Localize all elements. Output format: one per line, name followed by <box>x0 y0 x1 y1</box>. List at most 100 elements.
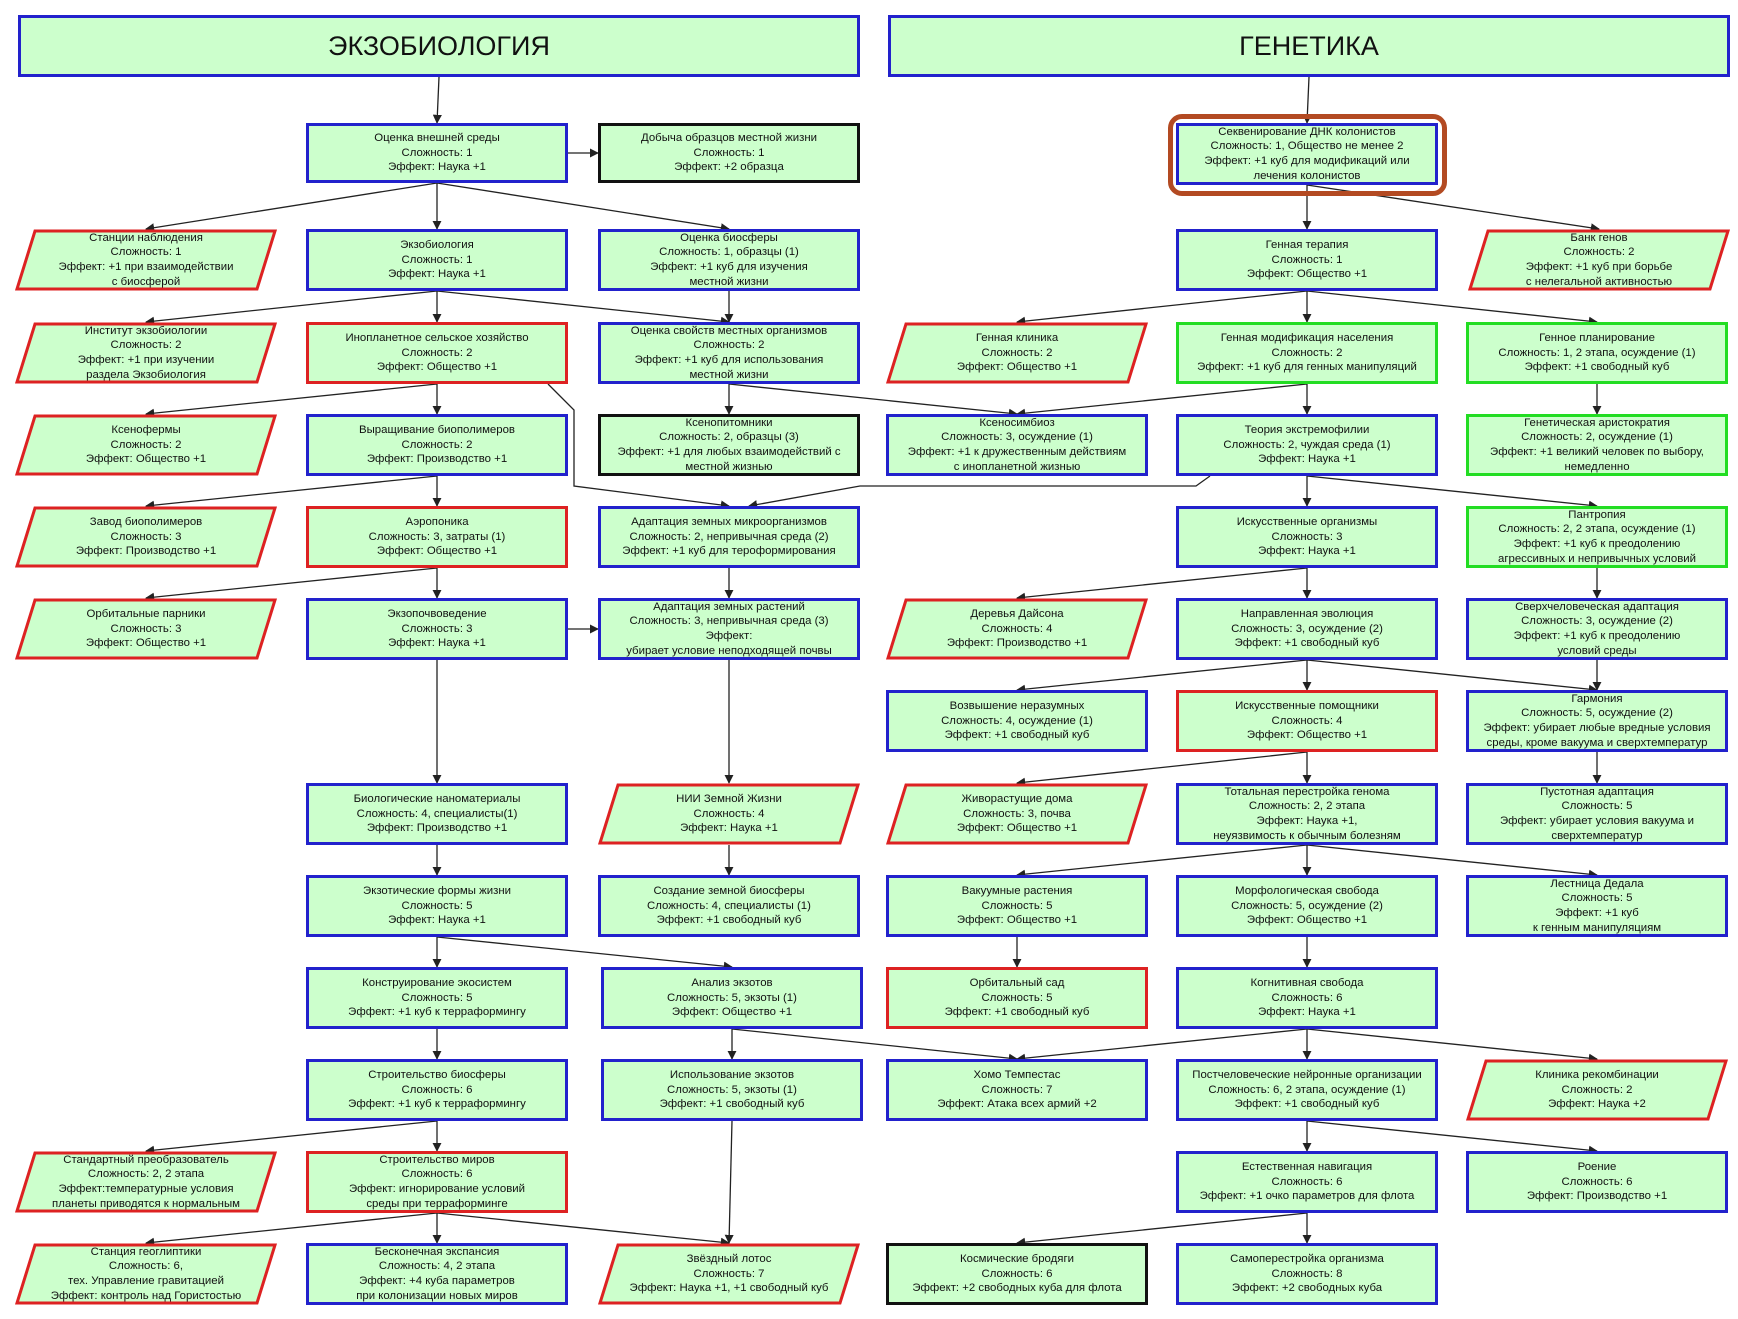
node-detail: Эффект: +1 куб для использования <box>634 354 824 366</box>
connector-arrow <box>1306 844 1598 879</box>
node-detail: Сложность: 5 <box>1561 892 1633 905</box>
node-detail: Сложность: 5, осуждение (2) <box>1231 899 1383 912</box>
node-detail: Эффект: Общество +1 <box>956 361 1078 374</box>
node-detail: Эффект: Наука +1 <box>388 161 486 174</box>
node-detail: Эффект: +1 куб для изучения <box>650 261 808 273</box>
node-detail: Сложность: 5, осуждение (2) <box>1521 707 1673 720</box>
node-title: Генная терапия <box>1265 239 1349 252</box>
node-title: Стандартный преобразователь <box>63 1153 229 1166</box>
node-detail: Сложность: 3 <box>110 530 182 543</box>
node-detail: Сложность: 6 <box>1561 1175 1633 1188</box>
node-title: Искусственные помощники <box>1235 700 1379 713</box>
node-detail: Эффект: Общество +1 <box>85 637 207 650</box>
node-detail: Сложность: 3 <box>110 622 182 635</box>
parallelogram-shape <box>598 783 860 845</box>
node-title: Когнитивная свобода <box>1250 977 1364 990</box>
node-detail: сверхтемператур <box>1551 829 1643 842</box>
node-detail: Сложность: 3, почва <box>963 807 1071 820</box>
parallelogram-shape <box>15 1243 277 1305</box>
node-title: Ксенопитомники <box>685 416 773 429</box>
node-title: НИИ Земной Жизни <box>676 793 782 806</box>
node-title: Хомо Темпестас <box>973 1069 1061 1082</box>
node-title: Бесконечная экспансия <box>374 1245 500 1258</box>
parallelogram-shape <box>15 322 277 384</box>
node-detail: Сложность: 6 <box>401 1083 473 1096</box>
node-detail: немедленно <box>1564 460 1630 473</box>
node-detail: Сложность: 7 <box>981 1083 1053 1096</box>
node-detail: Эффект: <box>705 630 753 642</box>
connector-arrow <box>1016 1212 1308 1247</box>
node-detail: Эффект: Наука +1 <box>1258 545 1356 558</box>
node-detail: Эффект: +4 куба параметров <box>359 1275 515 1287</box>
connector-arrow <box>145 1120 438 1155</box>
node-title: Экзобиология <box>400 239 474 252</box>
node-title: Анализ экзотов <box>691 977 773 990</box>
section-header: ГЕНЕТИКА <box>888 15 1730 77</box>
node-title: Вакуумные растения <box>961 885 1073 898</box>
node-detail: местной жизнью <box>685 460 773 473</box>
node-detail: Эффект: Производство +1 <box>366 453 508 466</box>
node-title: Самоперестройка организма <box>1230 1253 1384 1266</box>
node-detail: Сложность: 3, осуждение (1) <box>941 431 1093 444</box>
node-detail: Эффект: Общество +1 <box>85 453 207 466</box>
node-detail: Эффект: +1 свободный куб <box>659 1098 805 1111</box>
node-title: Генная клиника <box>975 332 1059 345</box>
node-detail: Сложность: 2 <box>401 346 473 359</box>
node-title: Ксеносимбиоз <box>979 416 1055 429</box>
section-title: ЭКЗОБИОЛОГИЯ <box>328 31 550 61</box>
node-title: Звёздный лотос <box>686 1253 772 1266</box>
node-title: Строительство биосферы <box>368 1069 506 1082</box>
node-title: Орбитальные парники <box>86 608 206 621</box>
node-title: Экзопочвоведение <box>387 608 487 621</box>
node-detail: Сложность: 2, образцы (3) <box>659 431 799 444</box>
node-detail: Эффект: игнорирование условий <box>349 1183 525 1195</box>
node-title: Клиника рекомбинации <box>1535 1069 1659 1082</box>
node-detail: Эффект: +1 при взаимодействии <box>58 261 234 273</box>
node-detail: Сложность: 6 <box>1271 1175 1343 1188</box>
node-detail: Сложность: 2 <box>110 438 182 451</box>
node-detail: местной жизни <box>689 368 769 381</box>
section-header: ЭКЗОБИОЛОГИЯ <box>18 15 860 77</box>
node-detail: Эффект: +1 свободный куб <box>944 1006 1090 1019</box>
connector-arrow <box>748 475 1211 510</box>
node-title: Институт экзобиологии <box>84 324 208 337</box>
node-detail: с нелегальной активностью <box>1525 275 1673 288</box>
node-detail: Сложность: 8 <box>1271 1267 1343 1280</box>
node-detail: среды, кроме вакуума и сверхтемператур <box>1486 736 1708 749</box>
node-title: Инопланетное сельское хозяйство <box>345 332 529 345</box>
parallelogram-shape <box>15 414 277 476</box>
node-detail: Эффект: +1 куб к терраформингу <box>348 1098 526 1111</box>
connector-arrow <box>728 383 1018 418</box>
connector-arrow <box>1016 567 1308 602</box>
node-detail: Эффект: Общество +1 <box>376 361 498 374</box>
node-detail: Сложность: 6 <box>981 1267 1053 1280</box>
connector-arrow <box>436 1212 730 1247</box>
connector-arrow <box>1016 751 1308 787</box>
node-detail: планеты приводятся к нормальным <box>52 1197 240 1210</box>
node-title: Секвенирование ДНК колонистов <box>1218 125 1396 138</box>
